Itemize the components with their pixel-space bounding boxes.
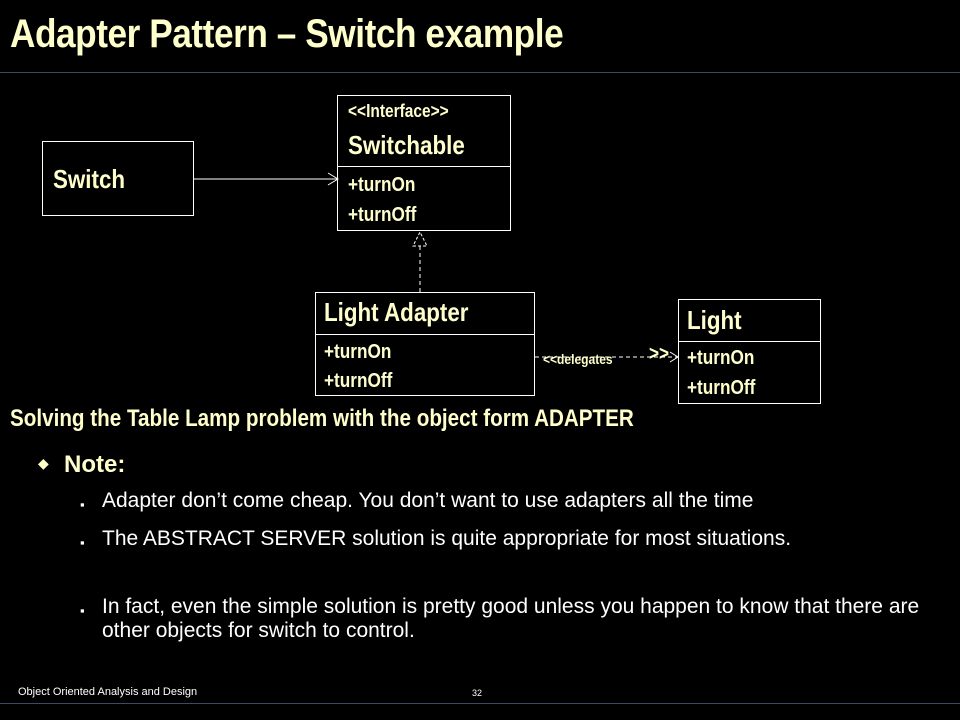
footer-divider bbox=[0, 703, 960, 704]
square-bullet-icon: ▪ bbox=[80, 535, 85, 550]
diamond-bullet-icon: ◆ bbox=[38, 455, 49, 471]
page-number: 32 bbox=[472, 688, 483, 698]
delegates-label-tail: >> bbox=[649, 343, 670, 365]
section-heading: Solving the Table Lamp problem with the … bbox=[10, 405, 634, 432]
footer-course-name: Object Oriented Analysis and Design bbox=[18, 686, 198, 698]
realization-arrowhead bbox=[412, 230, 428, 247]
light-op-turnon: +turnOn bbox=[687, 347, 755, 369]
list-item-text: Adapter don’t come cheap. You don’t want… bbox=[102, 489, 754, 512]
switch-class-box: Switch bbox=[42, 141, 194, 216]
list-item-text: In fact, even the simple solution is pre… bbox=[102, 595, 920, 642]
square-bullet-icon: ▪ bbox=[80, 603, 85, 618]
light-adapter-divider bbox=[316, 334, 534, 335]
square-bullet-icon: ▪ bbox=[80, 497, 85, 512]
interface-stereotype: <<Interface>> bbox=[348, 101, 449, 121]
light-adapter-class-box: Light Adapter +turnOn +turnOff bbox=[315, 292, 535, 396]
switchable-class-name: Switchable bbox=[348, 130, 465, 160]
list-item-text: The ABSTRACT SERVER solution is quite ap… bbox=[102, 527, 792, 550]
light-adapter-op-turnoff: +turnOff bbox=[324, 370, 393, 392]
note-label: Note: bbox=[64, 451, 126, 478]
light-divider bbox=[679, 341, 820, 342]
switch-class-name: Switch bbox=[53, 164, 126, 194]
light-adapter-class-name: Light Adapter bbox=[324, 297, 469, 327]
switchable-interface-box: <<Interface>> Switchable +turnOn +turnOf… bbox=[337, 95, 511, 231]
switchable-divider bbox=[338, 166, 510, 167]
light-adapter-op-turnon: +turnOn bbox=[324, 341, 392, 363]
light-op-turnoff: +turnOff bbox=[687, 377, 756, 399]
slide-title: Adapter Pattern – Switch example bbox=[10, 12, 564, 56]
title-divider bbox=[0, 72, 960, 73]
light-class-box: Light +turnOn +turnOff bbox=[678, 299, 821, 404]
switchable-op-turnon: +turnOn bbox=[348, 174, 416, 196]
switchable-op-turnoff: +turnOff bbox=[348, 204, 417, 226]
switch-to-switchable-arrowhead bbox=[327, 172, 339, 186]
delegates-label: <<delegates bbox=[543, 351, 613, 367]
light-class-name: Light bbox=[687, 305, 742, 335]
